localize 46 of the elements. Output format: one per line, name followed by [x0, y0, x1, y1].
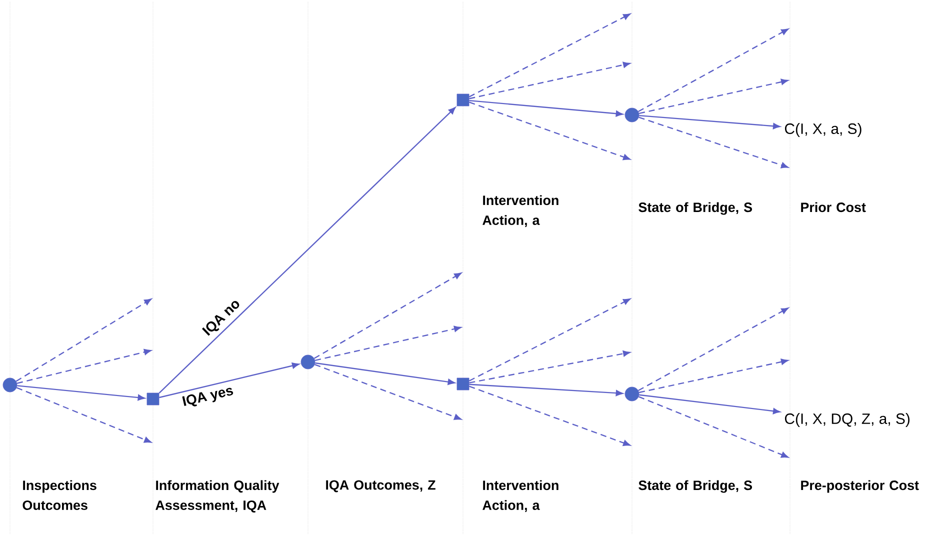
- column-label: Information Quality Assessment, IQA: [156, 480, 280, 512]
- column-label: Inspections Outcomes: [22, 480, 96, 510]
- column-label: State of Bridge, S: [638, 480, 752, 493]
- dashed-arrow: [638, 308, 789, 392]
- cost-label: C(I, X, DQ, Z, a, S): [784, 413, 910, 427]
- dashed-arrow: [469, 386, 630, 446]
- arrow: [639, 394, 780, 414]
- edge-label: IQA yes: [182, 388, 234, 406]
- arrow: [17, 385, 146, 401]
- decision-node-square: [456, 378, 470, 390]
- chance-node-circle: [624, 386, 640, 402]
- column-label: IQA Outcomes, Z: [326, 480, 436, 492]
- dashed-arrow: [16, 387, 152, 443]
- chance-node-circle: [300, 354, 316, 370]
- dashed-arrow: [314, 364, 462, 420]
- edge-label: IQA no: [202, 300, 240, 336]
- arrow: [469, 384, 624, 396]
- column-label: Pre-posterior Cost: [801, 480, 919, 493]
- arrow: [639, 114, 780, 130]
- dashed-arrow: [468, 298, 630, 382]
- column-label: Prior Cost: [801, 202, 866, 212]
- cost-label: C(I, X, a, S): [784, 123, 862, 137]
- column-label: Intervention Action, a: [482, 195, 558, 227]
- dashed-arrow: [469, 62, 630, 100]
- dashed-arrow: [638, 78, 788, 114]
- column-label: State of Bridge, S: [638, 202, 752, 215]
- dashed-arrow: [16, 298, 152, 382]
- dashed-arrow: [314, 326, 462, 361]
- chance-node-circle: [624, 108, 640, 122]
- arrow: [159, 362, 300, 398]
- dashed-arrow: [16, 349, 152, 384]
- dashed-arrow: [638, 396, 788, 458]
- column-label: Intervention Action, a: [482, 480, 558, 512]
- chance-node-circle: [2, 378, 18, 392]
- dashed-arrow: [469, 350, 630, 384]
- dashed-arrow: [638, 358, 788, 394]
- dashed-arrow: [638, 116, 788, 168]
- arrow: [158, 107, 456, 394]
- dashed-arrow: [314, 272, 462, 359]
- dashed-arrow: [469, 102, 630, 160]
- arrow: [315, 362, 456, 385]
- dashed-arrow: [468, 13, 630, 98]
- decision-node-square: [146, 392, 160, 406]
- arrow: [469, 100, 624, 117]
- dashed-arrow: [638, 28, 789, 112]
- decision-node-square: [456, 94, 470, 106]
